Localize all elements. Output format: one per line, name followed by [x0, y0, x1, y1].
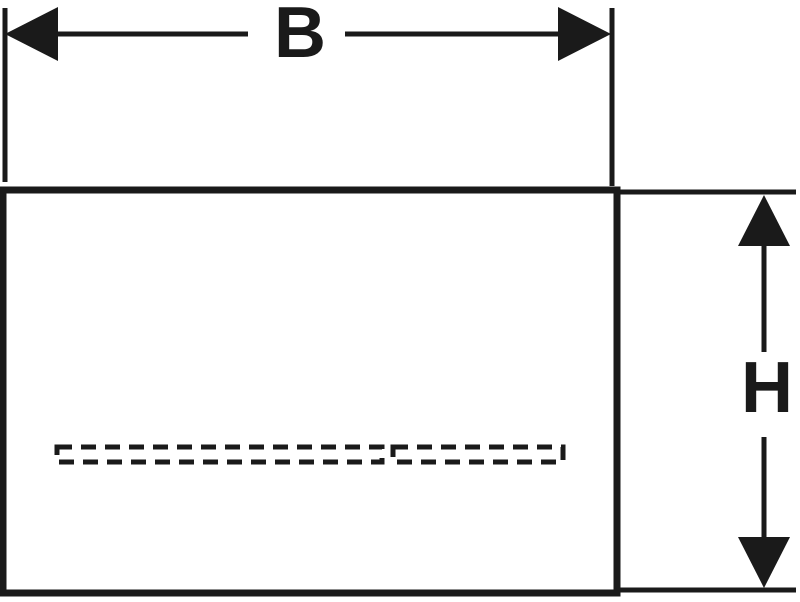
arrowhead-left-icon [5, 7, 58, 61]
main-body-outline [0, 186, 621, 597]
arrowheads-group [5, 7, 790, 588]
dimension-lines-group [57, 31, 767, 540]
extension-lines-group [2, 8, 796, 593]
arrowhead-right-icon [558, 7, 611, 61]
dimension-label-h: H [741, 348, 793, 428]
dimension-label-b: B [274, 0, 326, 73]
arrowhead-down-icon [738, 537, 790, 588]
arrowhead-up-icon [738, 195, 790, 246]
hidden-features-group [54, 444, 566, 465]
hidden-feature-left [54, 444, 385, 465]
hidden-feature-right [390, 444, 566, 465]
